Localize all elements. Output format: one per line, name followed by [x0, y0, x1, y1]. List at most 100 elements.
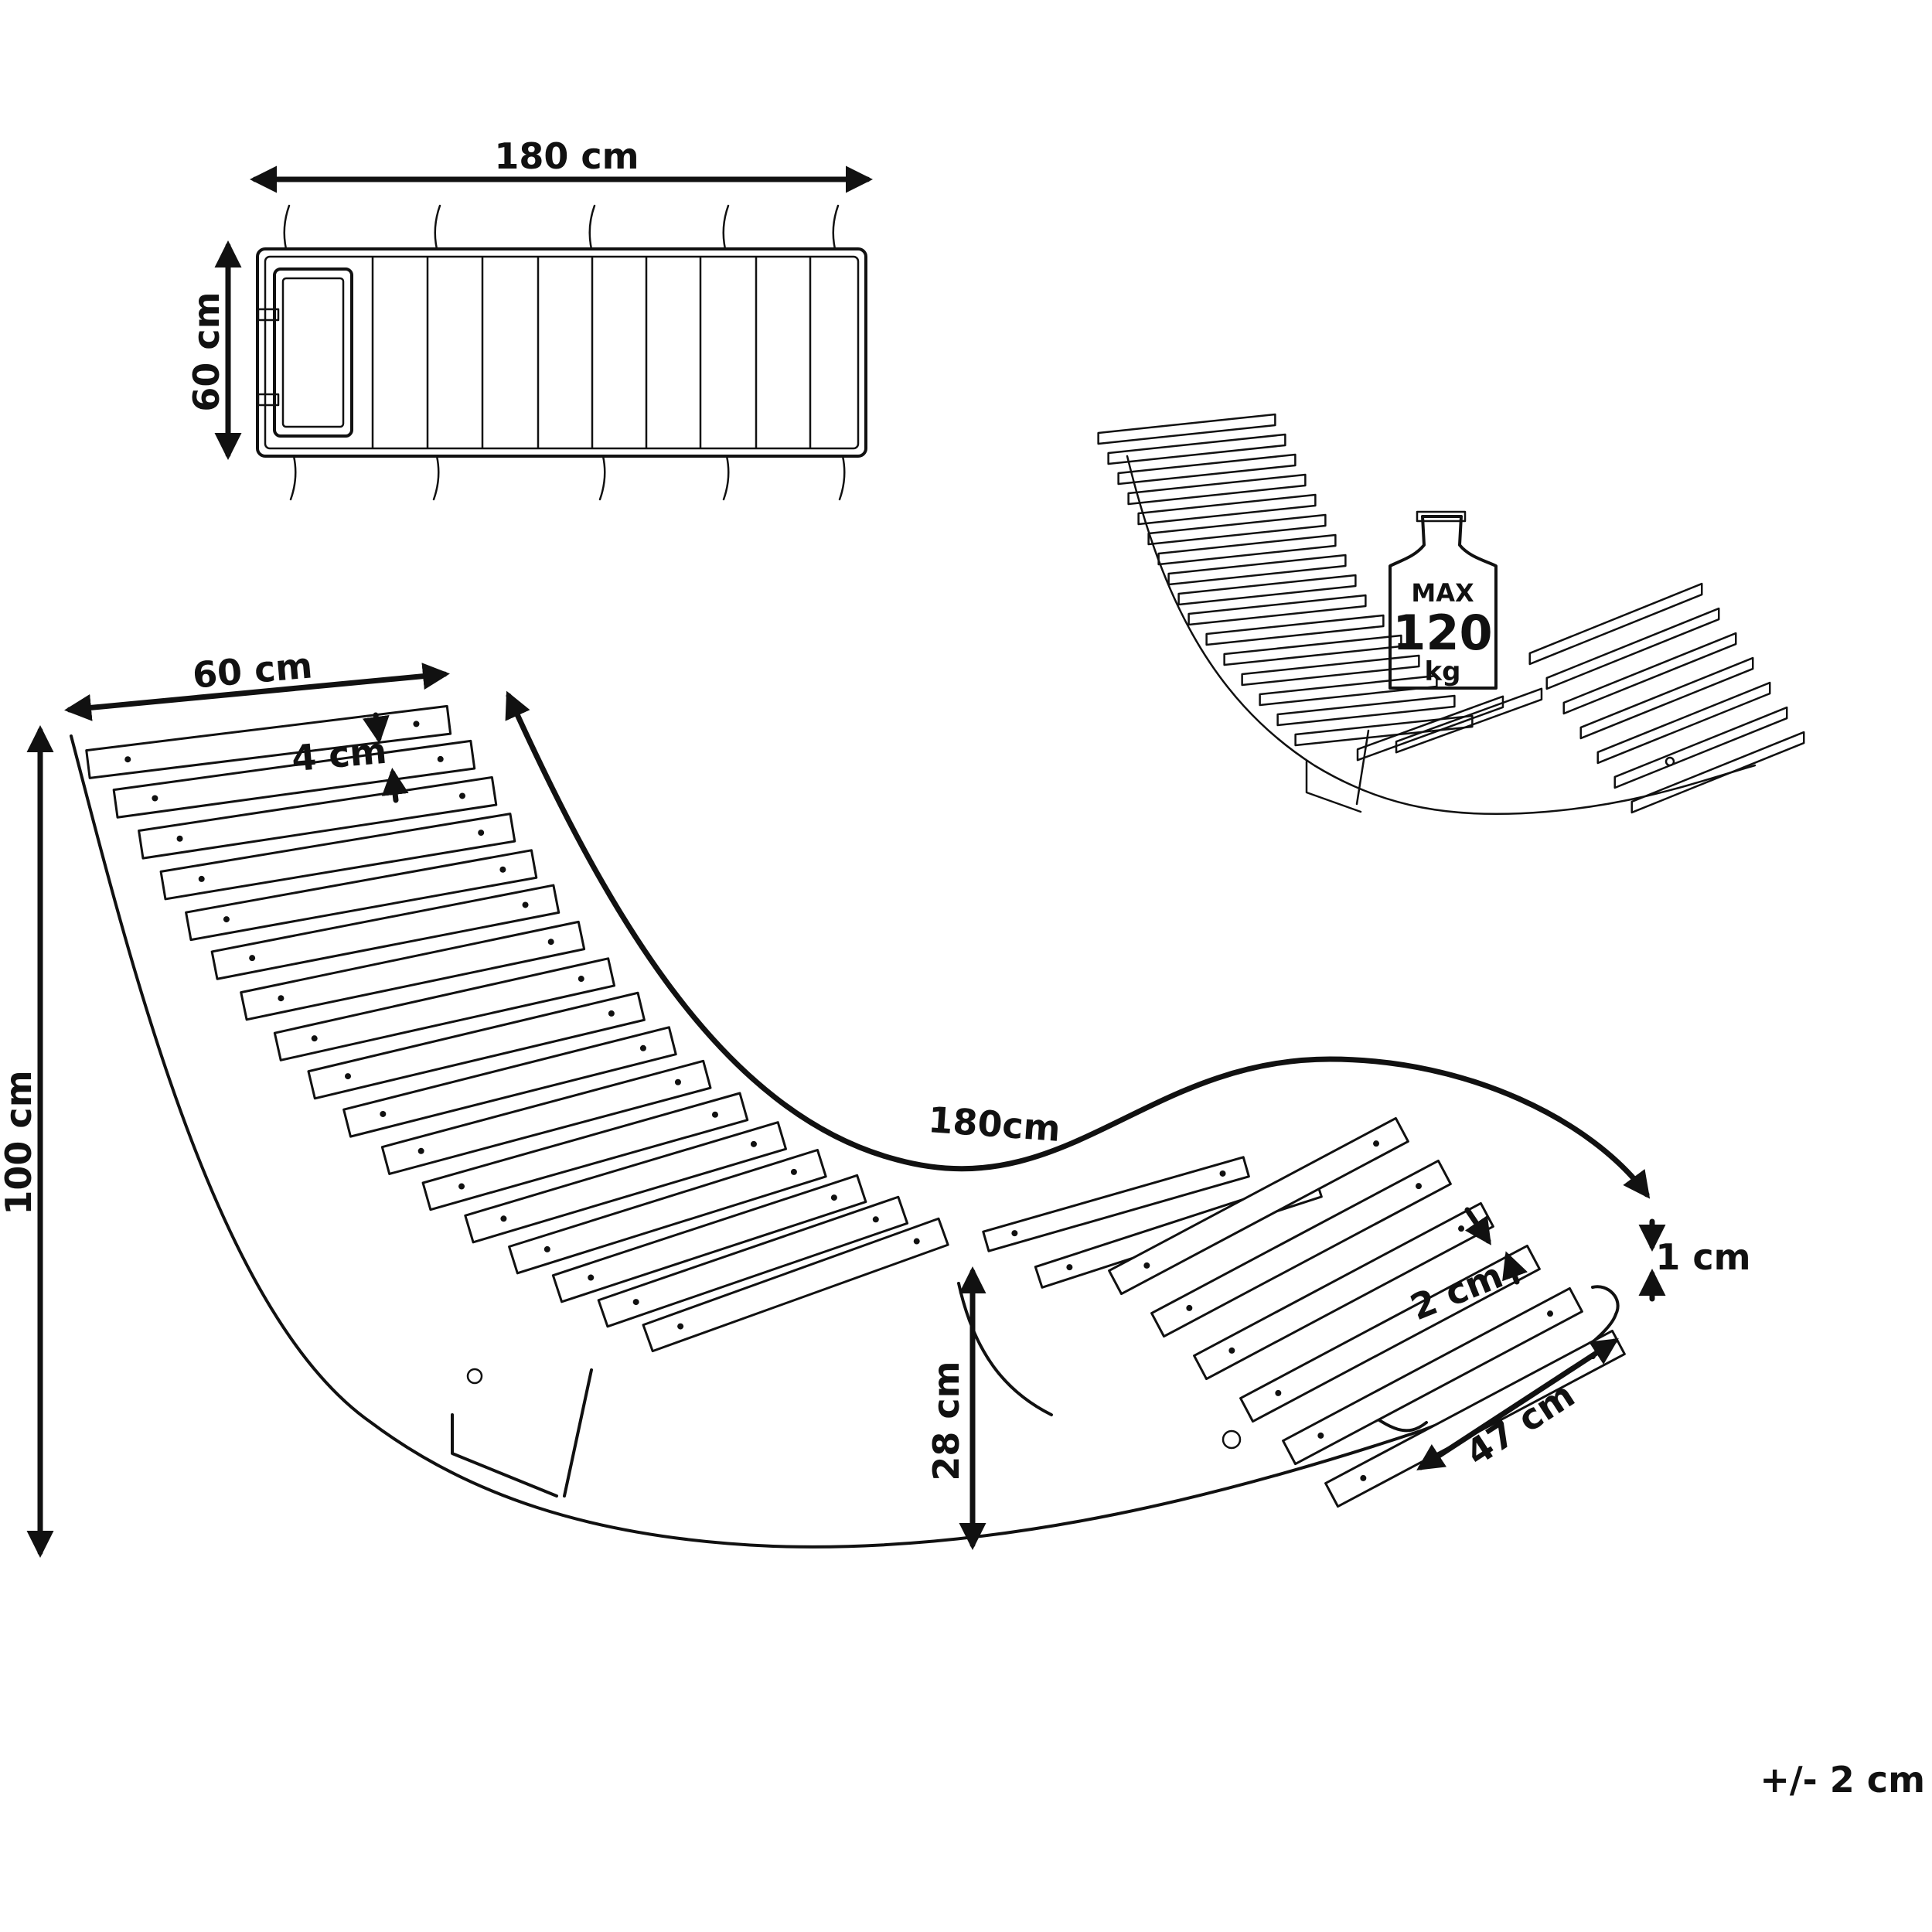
screw-hole [1547, 1310, 1554, 1317]
slat [1613, 706, 1788, 789]
slat-depth-arrow-top [1464, 1207, 1491, 1245]
slat [1177, 574, 1357, 606]
screw-hole [1011, 1230, 1018, 1237]
screw-hole [578, 976, 584, 983]
slat [1294, 714, 1474, 747]
slat [1137, 493, 1317, 526]
height-label: 100 cm [0, 1070, 39, 1215]
length-arc-arrow [505, 690, 1651, 1199]
screw-hole [608, 1010, 615, 1017]
tolerance-label: +/- 2 cm [1760, 1759, 1925, 1801]
screw-hole [1317, 1432, 1324, 1439]
screw-hole [1143, 1262, 1150, 1269]
slat [1167, 554, 1347, 586]
slat [112, 739, 476, 819]
screw-hole [1416, 1183, 1423, 1190]
slat-gap-arrow-bottom [381, 768, 409, 803]
capacity-unit-label: kg [1425, 656, 1461, 687]
screw-hole [1066, 1264, 1073, 1271]
screw-hole [198, 875, 205, 882]
capacity-value-label: 120 [1392, 605, 1492, 661]
screw-hole [499, 866, 506, 873]
screw-hole [1275, 1389, 1282, 1396]
screw-hole [677, 1323, 684, 1330]
screw-hole [278, 995, 285, 1002]
cushion-tie [722, 455, 730, 501]
slat-gap-arrow-top [362, 712, 390, 744]
slat [642, 1217, 949, 1353]
weight-icon [1389, 510, 1498, 690]
slat [1241, 654, 1420, 687]
capacity-max-label: MAX [1411, 578, 1474, 608]
screw-hole [674, 1078, 681, 1085]
screw-hole [124, 756, 131, 763]
slat [1127, 473, 1307, 506]
screw-hole [458, 792, 465, 799]
footrest-arrow [1416, 1338, 1619, 1470]
slat [597, 1195, 909, 1328]
screw-hole [639, 1044, 646, 1051]
slat [1259, 674, 1438, 707]
screw-hole [1373, 1140, 1380, 1147]
screw-hole [750, 1140, 757, 1147]
screw-hole [830, 1194, 837, 1201]
slat [1147, 513, 1327, 546]
screw-hole [380, 1110, 387, 1117]
cushion-tie [434, 204, 441, 250]
screw-hole [311, 1035, 318, 1042]
screw-hole [913, 1238, 920, 1245]
screw-hole [522, 901, 529, 908]
screw-hole [547, 939, 554, 946]
slat-gap-label: 4 cm [290, 730, 388, 780]
slat [138, 775, 498, 860]
screw-hole [588, 1274, 595, 1281]
screw-hole [632, 1299, 639, 1306]
slat [1545, 607, 1720, 690]
slat [1187, 594, 1367, 626]
slat [1395, 687, 1543, 754]
screw-hole [1360, 1474, 1367, 1481]
screw-hole [417, 1147, 424, 1154]
screw-hole [1219, 1170, 1226, 1177]
slat [1630, 731, 1805, 814]
slat [1157, 533, 1337, 566]
slat [1356, 695, 1504, 762]
cushion-tie [722, 204, 730, 250]
cushion-width-label: 180 cm [494, 135, 639, 177]
cushion-tie [838, 455, 846, 501]
cushion-depth-label: 60 cm [186, 291, 227, 411]
slat [1107, 433, 1286, 465]
screw-hole [872, 1216, 879, 1223]
screw-hole [500, 1215, 507, 1222]
slat [1562, 632, 1737, 715]
lounger-perspective-view [1097, 413, 1805, 816]
screw-hole [1228, 1347, 1235, 1354]
screw-hole [152, 795, 158, 802]
seat-height-label: 28 cm [925, 1361, 967, 1481]
cushion-tie [289, 455, 297, 501]
slat-width-arrow [64, 663, 450, 721]
screw-hole [249, 955, 256, 962]
slat [1193, 1201, 1494, 1381]
screw-hole [176, 835, 183, 842]
screw-hole [478, 830, 485, 837]
slat [1117, 453, 1297, 486]
slat [1205, 614, 1385, 646]
screw-hole [345, 1073, 352, 1080]
slat-depth-arrow-bottom [1502, 1251, 1528, 1285]
slat [1579, 656, 1754, 740]
slat-thickness-label: 1 cm [1655, 1236, 1750, 1278]
cushion-tie [598, 455, 606, 501]
cushion-tie [283, 204, 291, 250]
slat [1528, 582, 1703, 666]
screw-hole [437, 755, 444, 762]
slat [1276, 694, 1456, 727]
cushion-tie [588, 204, 596, 250]
screw-hole [711, 1111, 718, 1118]
lounger-main-view [70, 704, 1626, 1549]
screw-hole [1186, 1304, 1193, 1311]
cushion-tie [432, 455, 440, 501]
slat [1223, 634, 1402, 666]
slat [551, 1174, 867, 1303]
